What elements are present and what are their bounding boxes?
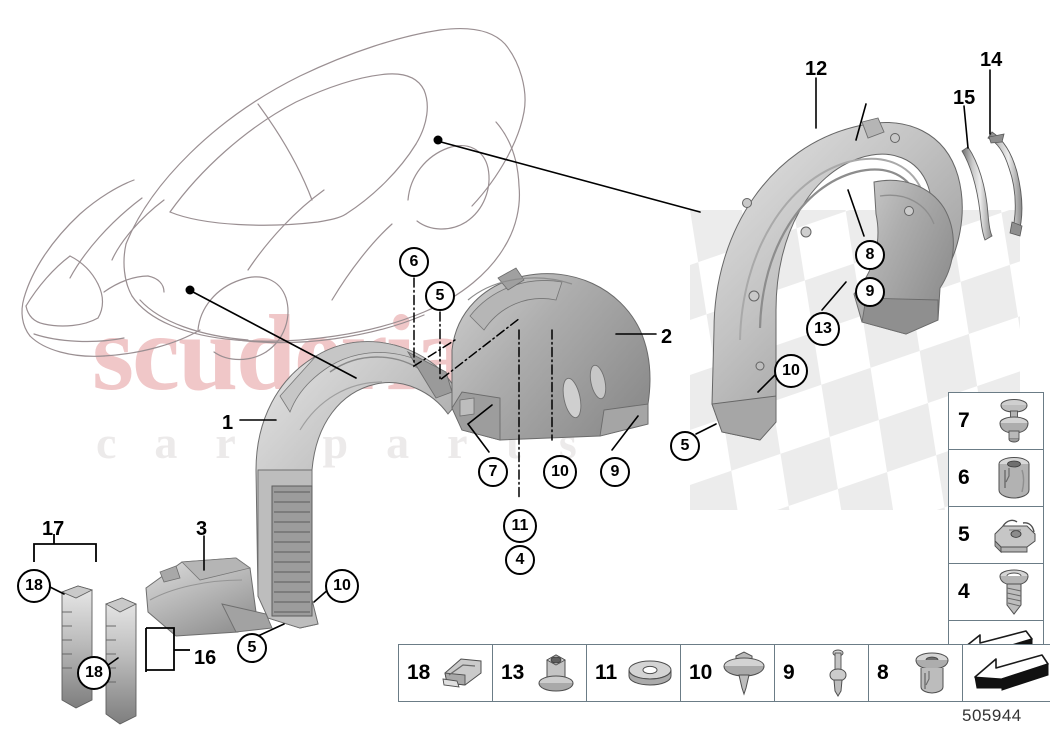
legend-number-7: 7 xyxy=(958,409,970,432)
callout-7[interactable]: 7 xyxy=(478,457,508,487)
callout-8[interactable]: 8 xyxy=(855,240,885,270)
legend-number-5: 5 xyxy=(958,523,970,546)
callout-11[interactable]: 11 xyxy=(503,509,537,543)
callout-5a[interactable]: 5 xyxy=(425,281,455,311)
label-12: 12 xyxy=(805,58,828,80)
callout-10a[interactable]: 10 xyxy=(543,455,577,489)
body-screw-icon xyxy=(984,567,1043,617)
hex-cap-nut-icon xyxy=(525,650,586,696)
legend-number-11: 11 xyxy=(595,661,618,684)
label-15: 15 xyxy=(953,87,976,109)
callout-9b[interactable]: 9 xyxy=(855,277,885,307)
callout-4[interactable]: 4 xyxy=(505,545,535,575)
countersunk-nut-icon xyxy=(901,649,962,697)
legend-number-10: 10 xyxy=(689,661,713,684)
callout-5c[interactable]: 5 xyxy=(237,633,267,663)
legend-cell-arrow xyxy=(963,645,1050,701)
label-17: 17 xyxy=(42,518,65,540)
part-15-curved-seal-strip xyxy=(961,146,993,241)
spring-clip-nut-icon xyxy=(984,514,1043,556)
callout-18b[interactable]: 18 xyxy=(77,656,111,690)
label-14: 14 xyxy=(980,49,1003,71)
expanding-rivet-icon xyxy=(984,396,1043,446)
legend-cell-11[interactable]: 11 xyxy=(587,645,681,701)
legend-number-6: 6 xyxy=(958,466,970,489)
legend-row-6[interactable]: 6 xyxy=(949,450,1043,507)
callout-10b[interactable]: 10 xyxy=(774,354,808,388)
label-1: 1 xyxy=(222,412,234,434)
legend-row-7[interactable]: 7 xyxy=(949,393,1043,450)
diagram-reference-number: 505944 xyxy=(962,706,1022,725)
label-2: 2 xyxy=(661,326,673,348)
flat-washer-icon xyxy=(619,656,680,690)
callout-13[interactable]: 13 xyxy=(806,312,840,346)
legend-cell-10[interactable]: 10 xyxy=(681,645,775,701)
threaded-insert-icon xyxy=(984,454,1043,502)
label-3: 3 xyxy=(196,518,208,540)
legend-number-18: 18 xyxy=(407,661,431,684)
legend-row-5[interactable]: 5 xyxy=(949,507,1043,564)
legend-number-9: 9 xyxy=(783,661,795,684)
fastener-legend-bottom: 18 13 xyxy=(398,644,1050,702)
direction-arrow-icon xyxy=(963,651,1050,695)
part-14-curved-bracket xyxy=(987,131,1023,237)
fastener-legend-right: 7 6 xyxy=(948,392,1044,674)
sheet-metal-clip-icon xyxy=(431,651,492,695)
legend-number-13: 13 xyxy=(501,661,525,684)
part-3-lower-cover-panel xyxy=(145,557,273,637)
legend-cell-8[interactable]: 8 xyxy=(869,645,963,701)
push-pin-rivet-icon xyxy=(807,647,868,699)
callout-5b[interactable]: 5 xyxy=(670,431,700,461)
label-16: 16 xyxy=(194,647,217,669)
legend-number-4: 4 xyxy=(958,580,970,603)
callout-6[interactable]: 6 xyxy=(399,247,429,277)
legend-cell-13[interactable]: 13 xyxy=(493,645,587,701)
legend-number-8: 8 xyxy=(877,661,889,684)
callout-9a[interactable]: 9 xyxy=(600,457,630,487)
callout-18a[interactable]: 18 xyxy=(17,569,51,603)
callout-10c[interactable]: 10 xyxy=(325,569,359,603)
legend-row-4[interactable]: 4 xyxy=(949,564,1043,621)
part-2-rear-wheelarch-liner xyxy=(451,267,651,441)
legend-cell-18[interactable]: 18 xyxy=(399,645,493,701)
legend-cell-9[interactable]: 9 xyxy=(775,645,869,701)
part-16-mounting-strip xyxy=(105,597,137,725)
flanged-body-nail-icon xyxy=(713,648,774,698)
